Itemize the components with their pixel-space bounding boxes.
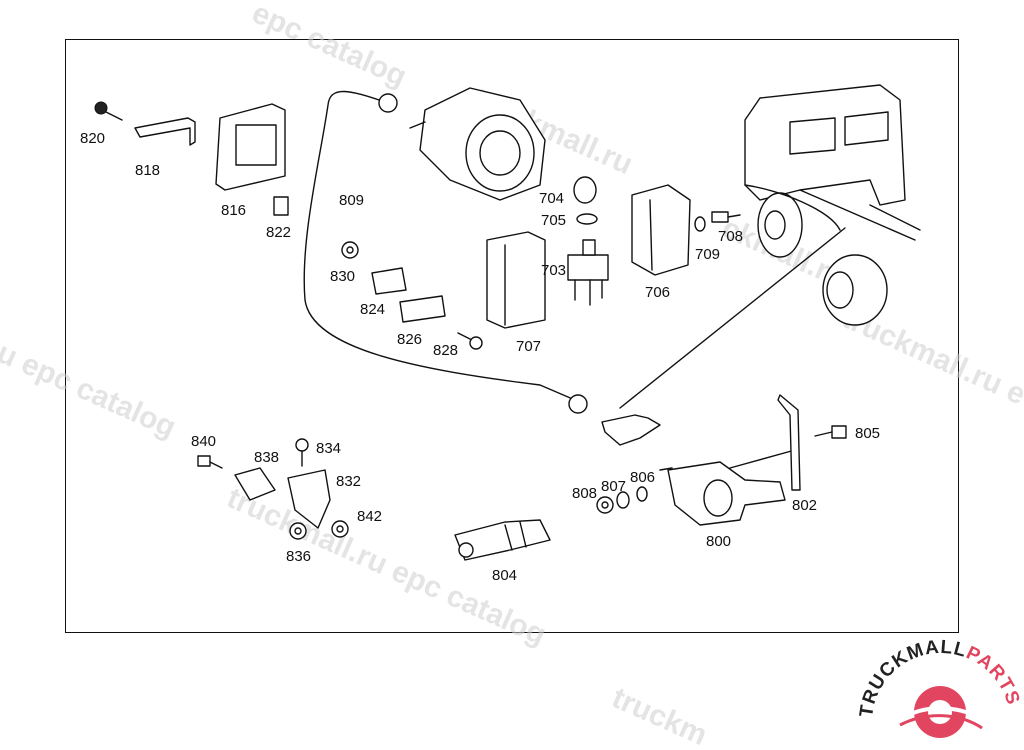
- watermark-text: truckm: [607, 681, 712, 750]
- label-708: 708: [718, 228, 743, 245]
- label-818: 818: [135, 162, 160, 179]
- label-830: 830: [330, 268, 355, 285]
- label-832: 832: [336, 473, 361, 490]
- part-connector: [601, 414, 661, 446]
- label-706: 706: [645, 284, 670, 301]
- part-832-plate: [287, 469, 331, 529]
- label-705: 705: [541, 212, 566, 229]
- label-800: 800: [706, 533, 731, 550]
- part-820-bolt: [94, 101, 123, 121]
- part-842-nut: [331, 520, 349, 538]
- label-707: 707: [516, 338, 541, 355]
- watermark-text: epc catalog: [247, 0, 411, 94]
- label-703: 703: [541, 262, 566, 279]
- label-838: 838: [254, 449, 279, 466]
- part-807-washer: [616, 491, 630, 509]
- label-834: 834: [316, 440, 341, 457]
- label-840: 840: [191, 433, 216, 450]
- part-834-screw: [295, 438, 309, 467]
- label-842: 842: [357, 508, 382, 525]
- part-816-cover: [215, 103, 286, 191]
- part-806-washer: [636, 486, 648, 502]
- truck-outline: [744, 84, 921, 326]
- label-816: 816: [221, 202, 246, 219]
- part-818-bracket: [134, 117, 196, 146]
- label-704: 704: [539, 190, 564, 207]
- part-706-housing: [631, 184, 691, 276]
- part-838-clip: [234, 467, 276, 501]
- part-707-relay: [486, 231, 546, 329]
- label-828: 828: [433, 342, 458, 359]
- label-809: 809: [339, 192, 364, 209]
- label-826: 826: [397, 331, 422, 348]
- part-830-nut: [341, 241, 359, 259]
- part-802-bracket: [777, 394, 801, 491]
- label-807: 807: [601, 478, 626, 495]
- part-824-cap: [371, 267, 407, 295]
- label-822: 822: [266, 224, 291, 241]
- label-808: 808: [572, 485, 597, 502]
- part-800-motor: [659, 461, 786, 526]
- label-805: 805: [855, 425, 880, 442]
- label-709: 709: [695, 246, 720, 263]
- part-822-clip: [273, 196, 289, 216]
- part-826-block: [399, 295, 446, 323]
- part-labels: 820 818 816 822 809 830 824 826 828 704 …: [80, 130, 880, 584]
- part-840-bolt: [197, 455, 223, 469]
- part-709-ring: [694, 216, 706, 232]
- label-820: 820: [80, 130, 105, 147]
- part-808-nut: [596, 496, 614, 514]
- label-804: 804: [492, 567, 517, 584]
- label-806: 806: [630, 469, 655, 486]
- part-805-bolt: [814, 425, 847, 439]
- part-708-bolt: [711, 211, 741, 223]
- part-705-washer: [576, 213, 598, 225]
- part-836-nut: [289, 522, 307, 540]
- part-828-screw: [457, 332, 483, 350]
- label-836: 836: [286, 548, 311, 565]
- label-824: 824: [360, 301, 385, 318]
- part-instrument: [409, 87, 546, 201]
- brand-logo: TRUCKMALLPARTS: [856, 637, 1023, 738]
- diagram-frame: [65, 39, 959, 633]
- label-802: 802: [792, 497, 817, 514]
- watermark-text: u epc catalog: [0, 336, 181, 444]
- gear-icon: [899, 686, 983, 738]
- part-804-sensor: [454, 519, 551, 561]
- part-704-knob: [573, 176, 597, 204]
- part-809-cable: [303, 90, 588, 414]
- part-703-switch: [567, 239, 609, 306]
